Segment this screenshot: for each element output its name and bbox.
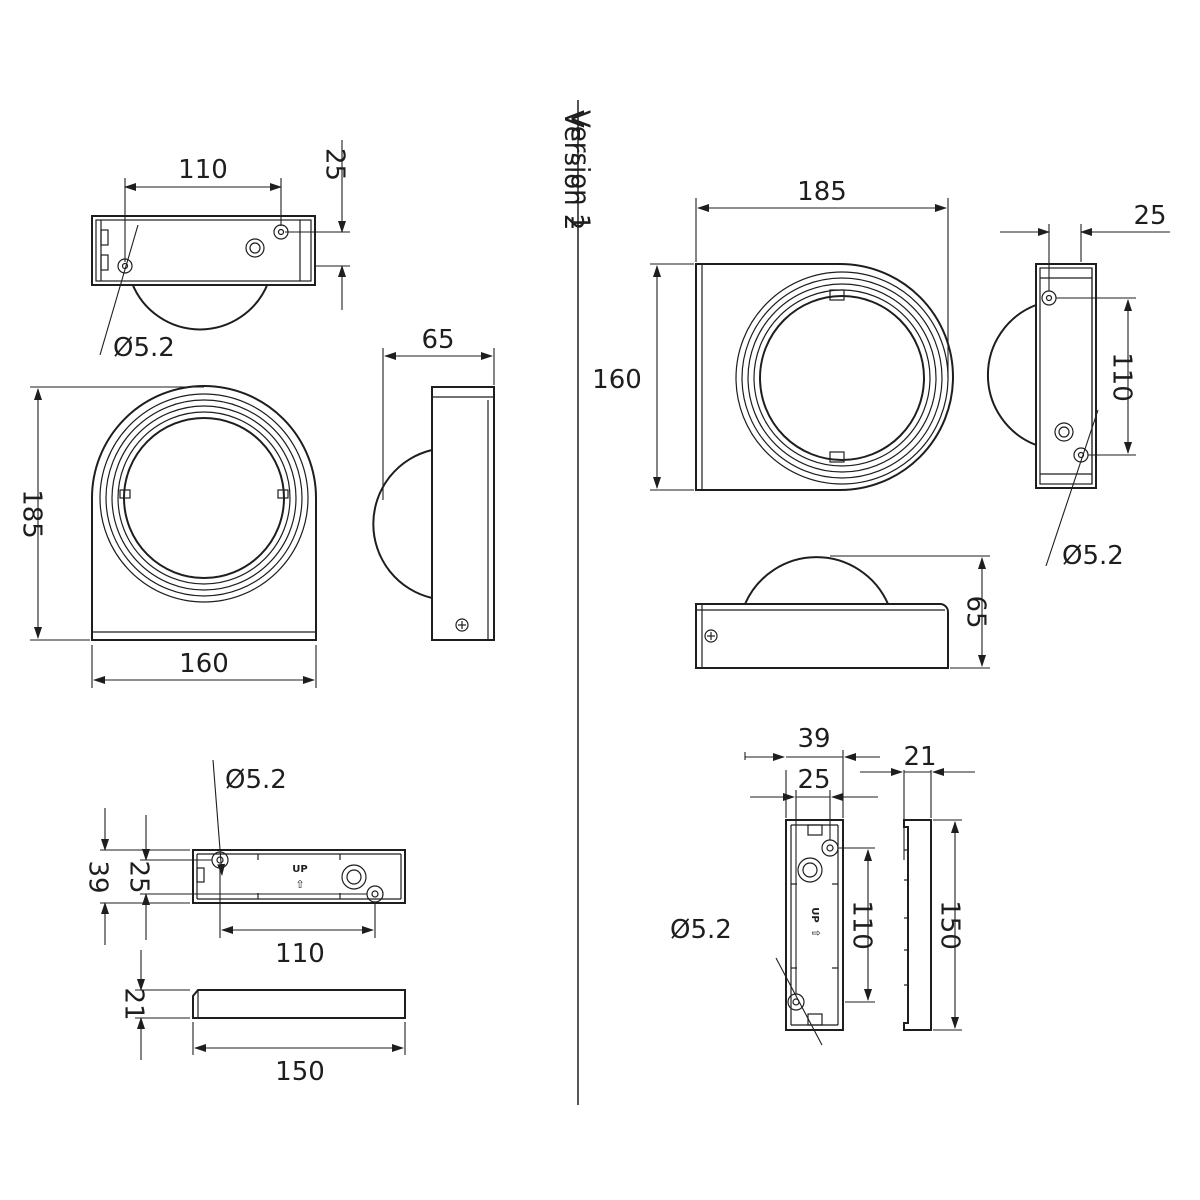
v1-bracket-hole-top: [821, 839, 839, 857]
v2-front-width-dim: 160: [179, 649, 229, 679]
v1-front-height-dim: 160: [592, 365, 642, 395]
v2-bracket-side: [192, 989, 406, 1019]
version-1-label: Version 1: [565, 110, 595, 230]
v1-bracket-hole-dim: Ø5.2: [670, 915, 732, 945]
v2-front-view: [91, 385, 317, 641]
v1-bracket-outer-width-dim: 39: [797, 724, 830, 754]
version-2-label: Version 2: [558, 110, 588, 230]
v1-side-hole-dim: Ø5.2: [1062, 541, 1124, 571]
v1-bracket-side: [903, 819, 932, 1031]
v1-bracket-up-arrow-icon: ⇧: [809, 928, 822, 937]
v1-bracket-inner-width-dim: 25: [797, 765, 830, 795]
v1-top-depth-dim: 65: [961, 595, 991, 628]
v2-bracket-hole-dim: Ø5.2: [225, 765, 287, 795]
v2-top-width-dim: 110: [178, 155, 228, 185]
v1-top-view: [695, 556, 949, 669]
v2-bracket-up-mark: UP: [292, 864, 307, 875]
v1-bracket-up-mark: UP: [809, 907, 820, 922]
v2-bracket-up-arrow-icon: ⇧: [295, 878, 304, 891]
v2-bracket-thickness-dim: 21: [119, 987, 149, 1020]
v2-bracket-spacing-dim: 110: [275, 939, 325, 969]
v1-front-view: [695, 263, 954, 491]
v2-top-hole-dim: Ø5.2: [113, 333, 175, 363]
v2-bracket-length-dim: 150: [275, 1057, 325, 1087]
v2-side-depth-dim: 65: [421, 325, 454, 355]
v2-bracket-inner-height-dim: 25: [124, 860, 154, 893]
v1-bracket-spacing-dim: 110: [847, 900, 877, 950]
v2-bracket-front: UP ⇧: [192, 849, 406, 904]
v2-top-view: [91, 215, 316, 331]
v2-front-height-dim: 185: [17, 489, 47, 539]
v1-bracket-length-dim: 150: [935, 900, 965, 950]
v2-side-view: [372, 386, 495, 641]
v1-bracket-thickness-dim: 21: [903, 742, 936, 772]
v1-front-width-dim: 185: [797, 177, 847, 207]
v2-bracket-outer-height-dim: 39: [83, 860, 113, 893]
v2-top-depth-dim: 25: [320, 148, 350, 181]
v1-side-spacing-dim: 110: [1107, 352, 1137, 402]
v1-bracket-front: UP ⇧: [785, 819, 844, 1031]
v1-side-depth-dim: 25: [1133, 201, 1166, 231]
